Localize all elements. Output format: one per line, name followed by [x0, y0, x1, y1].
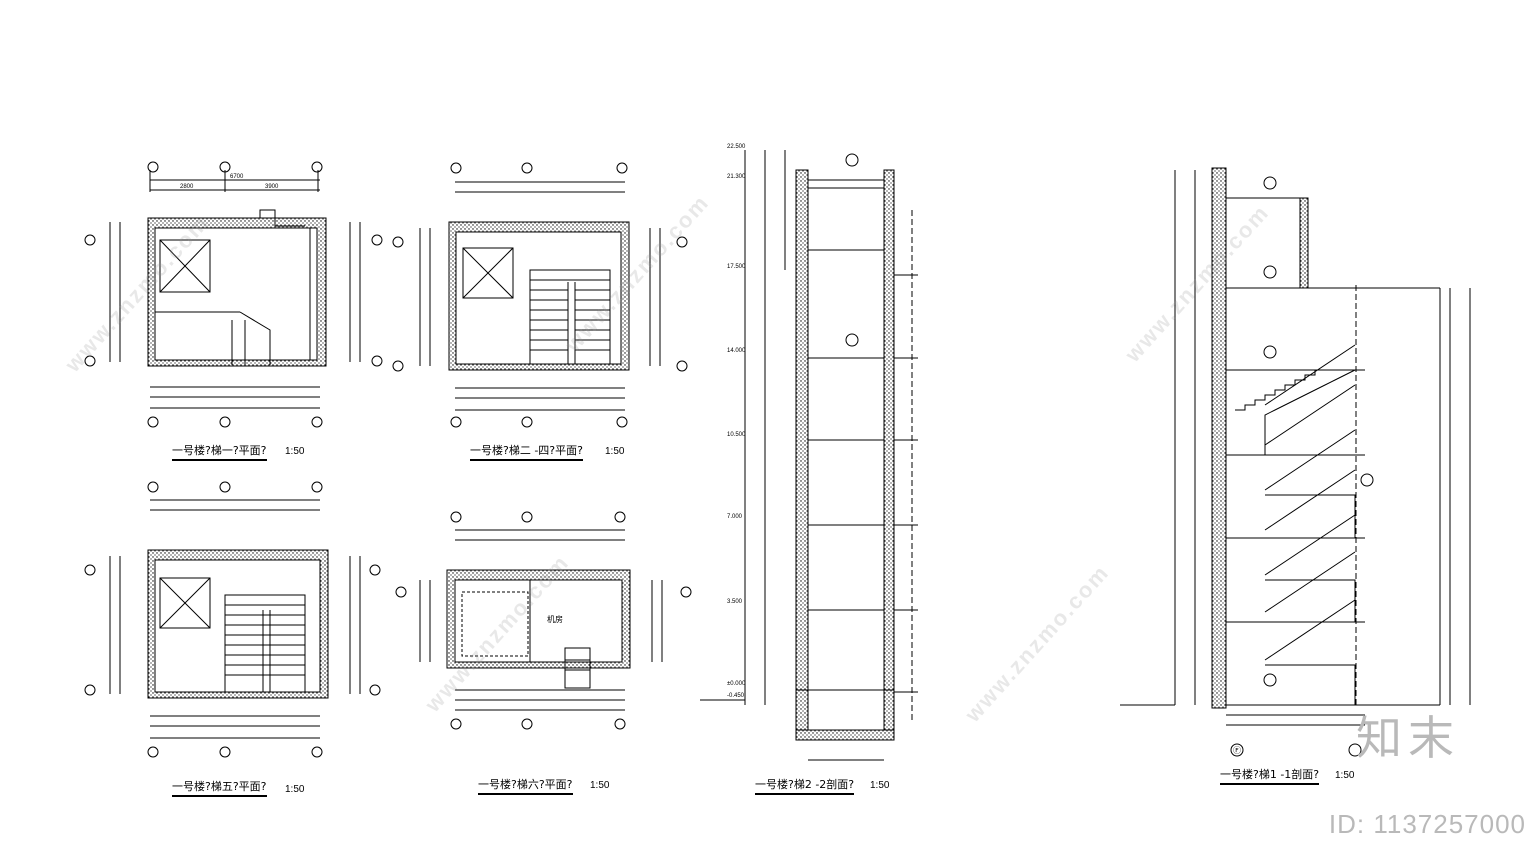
- plan1-dim-right: 3900: [265, 184, 279, 190]
- drawing-scale-plan-1: 1:50: [285, 446, 305, 457]
- elev-22500: 22.500: [727, 144, 746, 150]
- drawing-scale-section-1-1: 1:50: [1335, 770, 1355, 781]
- elev-17500: 17.500: [727, 264, 746, 270]
- elev-10500: 10.500: [727, 432, 746, 438]
- s11-axis-f: Ⓕ: [1233, 746, 1241, 755]
- brand-logo-text: 知末: [1356, 711, 1460, 765]
- section-1-1: [1120, 167, 1471, 757]
- drawing-title-plan-6: 一号楼?梯六?平面?: [478, 776, 573, 795]
- drawing-title-section-2-2: 一号楼?梯2 -2剖面?: [755, 776, 855, 795]
- elev-3500: 3.500: [727, 599, 743, 605]
- stair-plan-2: [392, 162, 688, 428]
- plan1-dim-overall: 6700: [230, 174, 244, 180]
- drawing-scale-plan-2: 1:50: [605, 446, 625, 457]
- drawing-scale-plan-6: 1:50: [590, 780, 610, 791]
- elev-7000: 7.000: [727, 514, 743, 520]
- drawing-title-plan-5: 一号楼?梯五?平面?: [172, 778, 267, 797]
- elev-14000: 14.000: [727, 348, 746, 354]
- image-id-label: ID: 1137257000: [1328, 809, 1526, 839]
- elev-minus450: -0.450: [727, 693, 745, 699]
- stair-plan-6: [395, 511, 692, 730]
- drawing-title-section-1-1: 一号楼?梯1 -1剖面?: [1220, 766, 1320, 785]
- elev-0000: ±0.000: [727, 681, 746, 687]
- stair-plan-1: [84, 161, 383, 428]
- elev-21300: 21.300: [727, 174, 746, 180]
- drawing-title-plan-2: 一号楼?梯二 -四?平面?: [470, 442, 583, 461]
- plan1-dim-left: 2800: [180, 184, 194, 190]
- drawing-scale-section-2-2: 1:50: [870, 780, 890, 791]
- section-2-2: [700, 150, 918, 761]
- drawing-title-plan-1: 一号楼?梯一?平面?: [172, 442, 267, 461]
- plan6-room-label: 机房: [547, 614, 563, 624]
- stair-plan-5: [84, 481, 381, 758]
- drawing-scale-plan-5: 1:50: [285, 784, 305, 795]
